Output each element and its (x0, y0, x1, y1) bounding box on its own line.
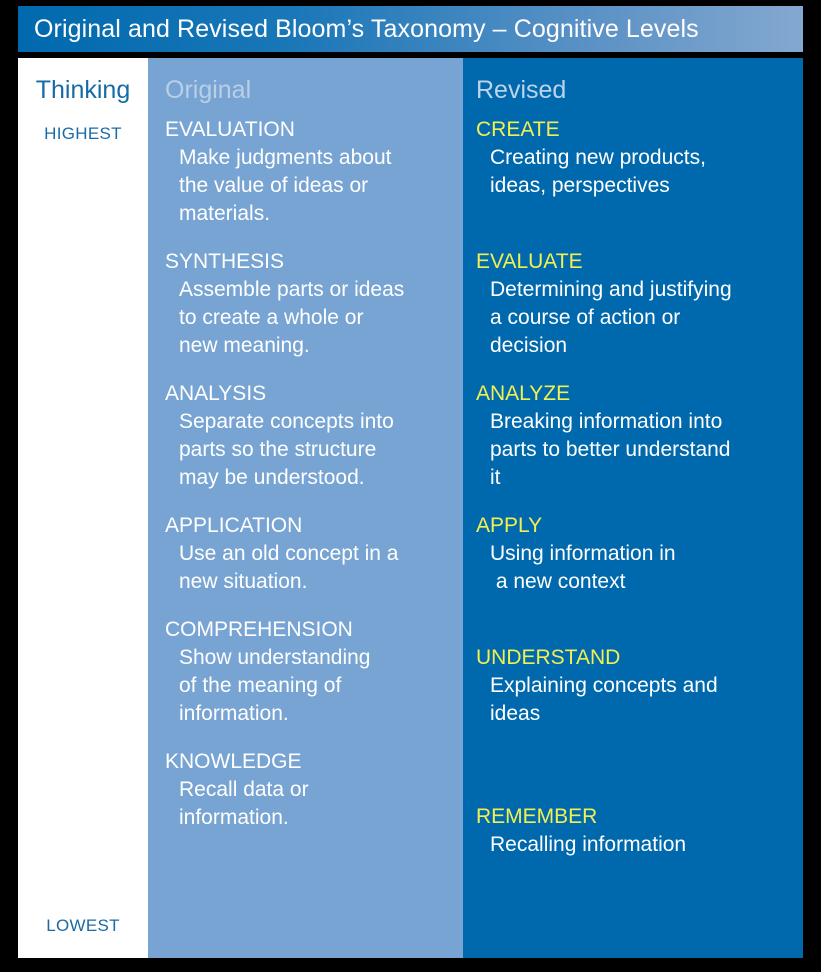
revised-level-description: Explaining concepts and ideas (476, 672, 797, 728)
original-level-block: COMPREHENSION Show understanding of the me… (165, 616, 457, 728)
revised-level-description-line: decision (490, 334, 568, 357)
revised-column-header: Revised (476, 76, 567, 104)
original-level-description-line: Recall data or (179, 778, 309, 801)
revised-level-list: CREATE Creating new products, ideas, persp… (463, 116, 803, 869)
original-level-description-line: of the meaning of (179, 674, 342, 697)
taxonomy-table: Thinking HIGHEST LOWEST Original EVALUAT… (18, 58, 803, 958)
revised-level-description: Breaking information into parts to better… (476, 408, 797, 492)
revised-level-description-line: Creating new products, (490, 146, 706, 169)
revised-level-description-line: it (490, 466, 501, 489)
revised-level-description-line: a course of action or (490, 306, 681, 329)
revised-level-description-line: Using information in (490, 542, 676, 565)
revised-level-description-line: Recalling information (490, 833, 687, 856)
revised-level-description-line: ideas (490, 702, 541, 725)
original-level-description-line: materials. (179, 202, 271, 225)
thinking-column: Thinking HIGHEST LOWEST (18, 58, 148, 958)
revised-level-block: REMEMBER Recalling information (476, 803, 797, 859)
revised-level-description: Using information in a new context (476, 540, 797, 596)
revised-level-description-line: parts to better understand (490, 438, 731, 461)
original-level-title: KNOWLEDGE (165, 750, 302, 773)
original-level-description-line: to create a whole or (179, 306, 364, 329)
original-level-description-line: Make judgments about (179, 146, 392, 169)
original-level-description: Use an old concept in a new situation. (165, 540, 457, 596)
original-level-block: APPLICATION Use an old concept in a new si… (165, 512, 457, 596)
revised-level-title: REMEMBER (476, 805, 598, 828)
original-level-description-line: may be understood. (179, 466, 365, 489)
original-level-description: Assemble parts or ideas to create a whole… (165, 276, 457, 360)
original-level-title: ANALYSIS (165, 382, 267, 405)
revised-level-description-line: ideas, perspectives (490, 174, 670, 197)
original-level-description-line: Show understanding (179, 646, 371, 669)
original-level-description: Separate concepts into parts so the struc… (165, 408, 457, 492)
original-level-block: ANALYSIS Separate concepts into parts so t… (165, 380, 457, 492)
revised-level-block: EVALUATE Determining and justifying a cour… (476, 248, 797, 360)
revised-level-title: ANALYZE (476, 382, 571, 405)
revised-level-description: Recalling information (476, 831, 797, 859)
revised-level-description-line: Determining and justifying (490, 278, 732, 301)
highest-label: HIGHEST (44, 124, 122, 143)
original-level-description: Show understanding of the meaning of infor… (165, 644, 457, 728)
original-level-title: EVALUATION (165, 118, 295, 141)
original-level-description-line: Use an old concept in a (179, 542, 399, 565)
original-level-block: SYNTHESIS Assemble parts or ideas to creat… (165, 248, 457, 360)
thinking-column-header: Thinking (35, 76, 131, 104)
revised-level-description-line: a new context (490, 570, 626, 593)
original-column-header: Original (165, 76, 252, 104)
original-level-description: Make judgments about the value of ideas o… (165, 144, 457, 228)
original-level-description-line: information. (179, 806, 289, 829)
revised-level-description-line: Explaining concepts and (490, 674, 718, 697)
original-column: Original EVALUATION Make judgments about t… (148, 58, 463, 958)
original-level-description-line: new situation. (179, 570, 308, 593)
original-level-description-line: Separate concepts into (179, 410, 394, 433)
revised-level-description: Creating new products, ideas, perspective… (476, 144, 797, 200)
original-level-description-line: the value of ideas or (179, 174, 369, 197)
revised-level-block: CREATE Creating new products, ideas, persp… (476, 116, 797, 200)
revised-level-description: Determining and justifying a course of ac… (476, 276, 797, 360)
revised-level-title: EVALUATE (476, 250, 583, 273)
original-level-title: APPLICATION (165, 514, 303, 537)
title-bar: Original and Revised Bloom’s Taxonomy – … (18, 6, 803, 52)
page-title: Original and Revised Bloom’s Taxonomy – … (34, 14, 699, 43)
original-level-description-line: information. (179, 702, 289, 725)
lowest-label: LOWEST (46, 916, 120, 935)
original-level-description-line: Assemble parts or ideas (179, 278, 405, 301)
revised-level-title: UNDERSTAND (476, 646, 621, 669)
revised-level-block: UNDERSTAND Explaining concepts and ideas (476, 644, 797, 728)
original-level-description: Recall data or information. (165, 776, 457, 832)
revised-level-title: APPLY (476, 514, 543, 537)
original-level-description-line: new meaning. (179, 334, 310, 357)
revised-level-block: APPLY Using information in a new context (476, 512, 797, 596)
revised-level-title: CREATE (476, 118, 560, 141)
original-level-description-line: parts so the structure (179, 438, 377, 461)
original-level-block: EVALUATION Make judgments about the value … (165, 116, 457, 228)
revised-level-description-line: Breaking information into (490, 410, 723, 433)
original-level-title: SYNTHESIS (165, 250, 285, 273)
original-level-block: KNOWLEDGE Recall data or information. (165, 748, 457, 832)
revised-level-block: ANALYZE Breaking information into parts to… (476, 380, 797, 492)
revised-column: Revised CREATE Creating new products, idea… (463, 58, 803, 958)
original-level-title: COMPREHENSION (165, 618, 353, 641)
original-level-list: EVALUATION Make judgments about the value … (148, 116, 463, 842)
